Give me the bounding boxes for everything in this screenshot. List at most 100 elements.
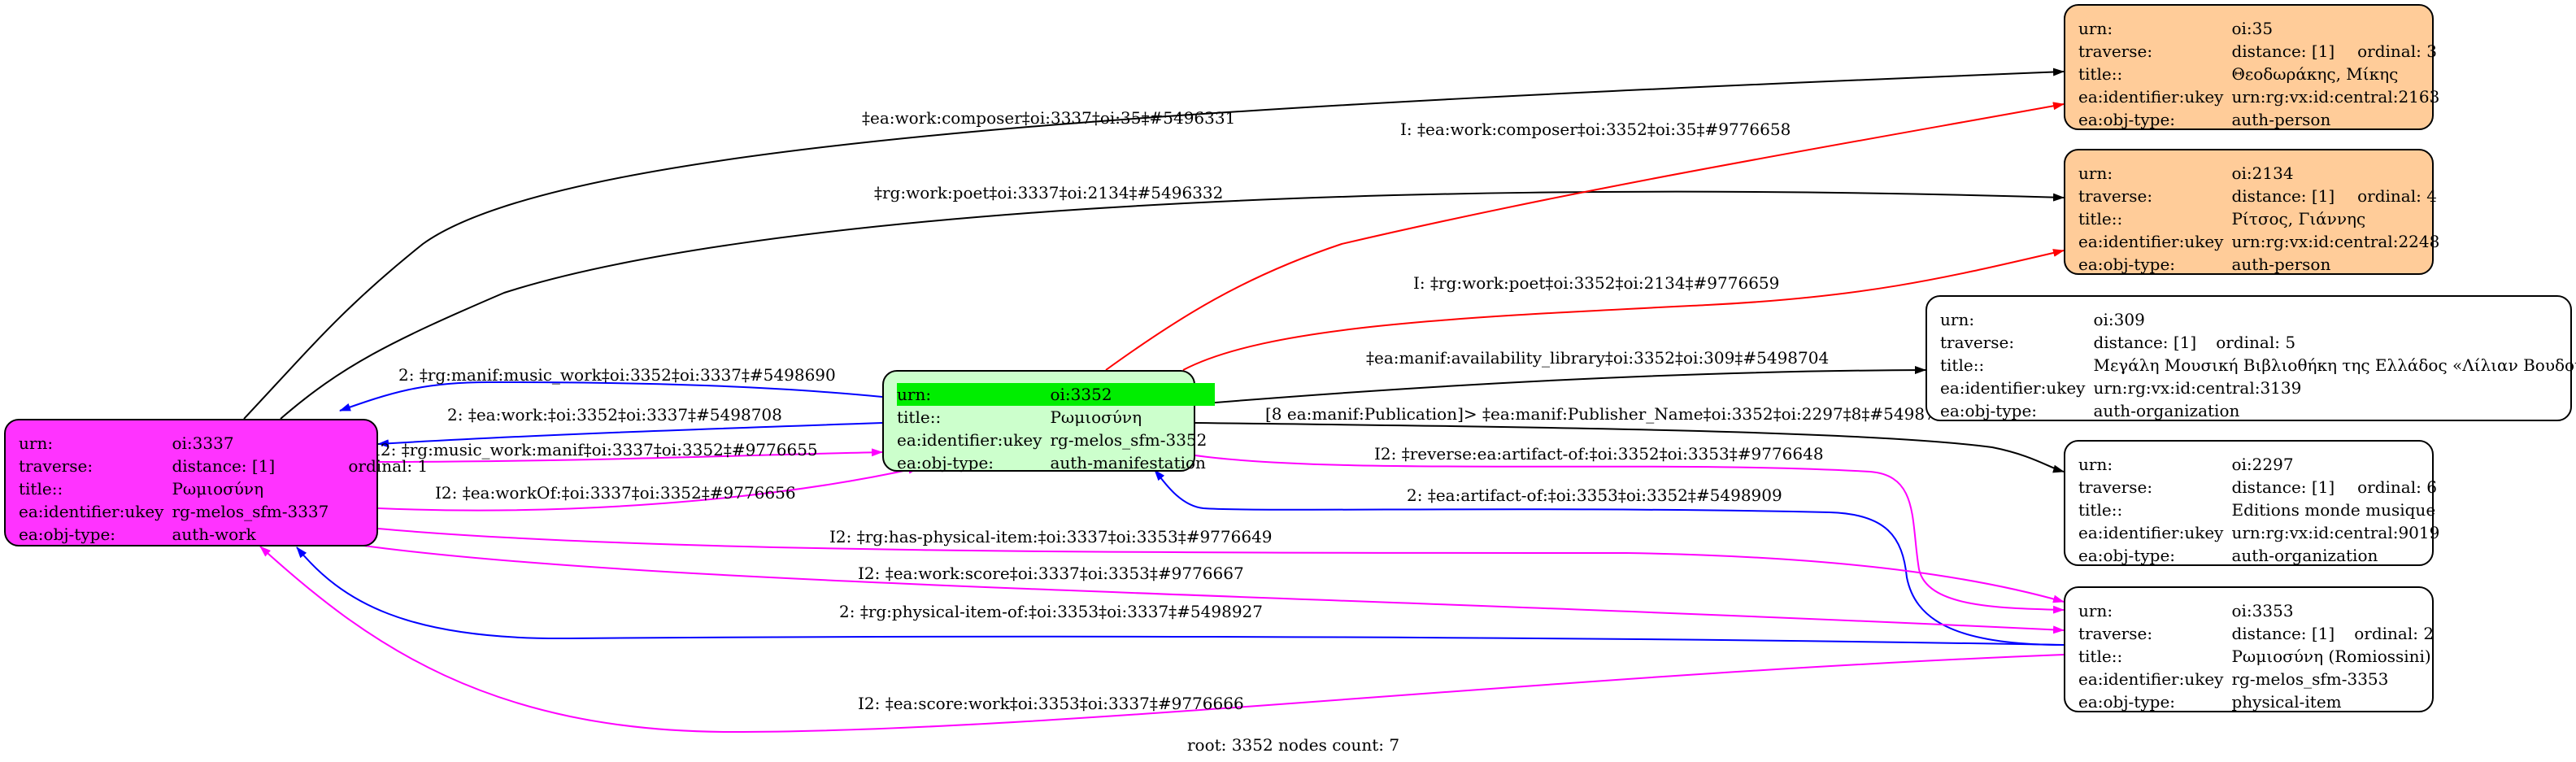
highlighted-urn-row: urn:oi:3352 <box>897 383 1216 406</box>
edge-label-reverse-artifact-of: I2: ‡reverse:ea:artifact-of:‡oi:3352‡oi:… <box>1374 444 1824 464</box>
field-key: ea:obj-type: <box>19 525 116 544</box>
field-key: traverse: <box>2078 477 2153 497</box>
edge-label-ea-work: 2: ‡ea:work:‡oi:3352‡oi:3337‡#5498708 <box>447 405 782 425</box>
node-oi-3352[interactable]: urn:oi:3352 title::Ρωμιοσύνη ea:identifi… <box>882 370 1216 472</box>
edge-label-artifact-of: 2: ‡ea:artifact-of:‡oi:3353‡oi:3352‡#549… <box>1407 486 1782 505</box>
field-ordinal: ordinal: 6 <box>2357 477 2437 497</box>
node-oi-3353[interactable]: urn:oi:3353 traverse:distance: [1]ordina… <box>2064 586 2434 712</box>
edge-label-work-poet: ‡rg:work:poet‡oi:3337‡oi:2134‡#5496332 <box>874 183 1223 202</box>
field-value: auth-organization <box>2231 546 2378 565</box>
field-key: ea:identifier:ukey <box>2078 669 2224 689</box>
field-value: distance: [1] <box>172 456 276 476</box>
field-key: title:: <box>1940 355 1985 375</box>
edge-artifact-of <box>1154 469 2065 646</box>
field-value: urn:rg:vx:id:central:3139 <box>2093 378 2302 398</box>
field-value: oi:3353 <box>2231 601 2294 620</box>
node-oi-2134[interactable]: urn: oi:2134 traverse: distance: [1] ordina… <box>2064 149 2439 275</box>
node-oi-35-fields: urn:oi:35 traverse:distance: [1]ordinal:… <box>2078 17 2448 131</box>
node-oi-2297-fields: urn:oi:2297 traverse:distance: [1]ordina… <box>2078 453 2448 567</box>
field-key: urn: <box>2078 601 2113 620</box>
field-key: ea:obj-type: <box>1940 401 2038 420</box>
field-key: title:: <box>897 407 942 427</box>
field-key: traverse: <box>1940 333 2015 352</box>
edge-inv-work-composer <box>1105 102 2065 371</box>
edge-label-inv-work-composer: I: ‡ea:work:composer‡oi:3352‡oi:35‡#9776… <box>1400 120 1791 139</box>
field-value: auth-person <box>2231 255 2331 274</box>
edge-score-work <box>259 546 2065 734</box>
edge-label-work-of: I2: ‡ea:workOf:‡oi:3337‡oi:3352‡#9776656 <box>435 483 796 503</box>
field-value: auth-person <box>2231 110 2331 129</box>
field-value: rg-melos_sfm-3352 <box>1050 430 1208 450</box>
field-key: urn: <box>1940 310 1975 329</box>
field-value: distance: [1] <box>2231 477 2335 497</box>
field-value: auth-organization <box>2093 401 2240 420</box>
node-oi-3352-fields: urn:oi:3352 title::Ρωμιοσύνη ea:identifi… <box>897 383 1216 474</box>
field-key: traverse: <box>2078 186 2153 206</box>
edge-label-has-physical-item: I2: ‡rg:has-physical-item:‡oi:3337‡oi:33… <box>829 527 1273 546</box>
field-value: oi:309 <box>2093 310 2145 329</box>
edge-label-inv-work-poet: I: ‡rg:work:poet‡oi:3352‡oi:2134‡#977665… <box>1413 273 1779 293</box>
edge-label-physical-item-of: 2: ‡rg:physical-item-of:‡oi:3353‡oi:3337… <box>839 602 1263 621</box>
edge-label-manif-music-work: 2: ‡rg:manif:music_work‡oi:3352‡oi:3337‡… <box>398 365 836 385</box>
field-value: physical-item <box>2231 692 2342 712</box>
field-value: auth-work <box>172 525 256 544</box>
field-key: title:: <box>2078 64 2123 84</box>
edge-inv-work-poet <box>1182 249 2065 371</box>
edge-music-work-manif <box>377 448 883 463</box>
edge-has-physical-item <box>377 528 2065 603</box>
field-value: auth-manifestation <box>1050 453 1206 472</box>
node-oi-3337[interactable]: urn:oi:3337 traverse:distance: [1]ordina… <box>4 419 428 546</box>
field-value: oi:3337 <box>172 433 234 453</box>
edge-reverse-artifact-of <box>1194 455 2065 614</box>
field-key: ea:identifier:ukey <box>2078 87 2224 107</box>
field-value: urn:rg:vx:id:central:2248 <box>2231 232 2440 251</box>
field-key: ea:obj-type: <box>897 453 994 472</box>
node-oi-309[interactable]: urn: oi:309 traverse: distance: [1] ordinal… <box>1925 295 2576 421</box>
edge-availability-library <box>1194 366 1926 405</box>
edge-manif-music-work <box>339 381 883 411</box>
field-value: oi:2134 <box>2231 163 2294 183</box>
node-oi-2134-fields: urn: oi:2134 traverse: distance: [1] ordina… <box>2078 162 2448 276</box>
field-value: distance: [1] <box>2093 333 2197 352</box>
field-key: urn: <box>897 383 1051 406</box>
field-value: urn:rg:vx:id:central:9019 <box>2231 523 2440 542</box>
node-oi-309-fields: urn: oi:309 traverse: distance: [1] ordinal… <box>1940 308 2576 422</box>
edge-label-availability-library: ‡ea:manif:availability_library‡oi:3352‡o… <box>1366 348 1829 368</box>
field-key: title:: <box>2078 647 2123 666</box>
field-ordinal: ordinal: 3 <box>2357 41 2437 61</box>
edge-work-poet <box>280 190 2065 420</box>
field-key: urn: <box>2078 163 2113 183</box>
field-value: Editions monde musique <box>2231 500 2436 520</box>
field-value: Ρίτσος, Γιάννης <box>2231 209 2366 229</box>
field-ordinal: ordinal: 4 <box>2357 186 2437 206</box>
field-key: urn: <box>19 433 54 453</box>
node-oi-2297[interactable]: urn:oi:2297 traverse:distance: [1]ordina… <box>2064 440 2439 566</box>
field-value: Ρωμιοσύνη (Romiossini) <box>2231 647 2431 666</box>
field-value: Ρωμιοσύνη <box>172 479 264 499</box>
field-value: rg-melos_sfm-3337 <box>172 502 329 521</box>
node-oi-3353-fields: urn:oi:3353 traverse:distance: [1]ordina… <box>2078 599 2442 713</box>
field-key: ea:obj-type: <box>2078 110 2176 129</box>
edge-ea-work <box>377 422 883 448</box>
field-value: rg-melos_sfm-3353 <box>2231 669 2389 689</box>
field-value: Θεοδωράκης, Μίκης <box>2231 64 2399 84</box>
field-value: Μεγάλη Μουσική Βιβλιοθήκη της Ελλάδος «Λ… <box>2093 355 2576 375</box>
field-ordinal: ordinal: 1 <box>348 456 429 476</box>
field-key: ea:obj-type: <box>2078 546 2176 565</box>
edge-work-composer <box>243 67 2065 420</box>
field-ordinal: ordinal: 5 <box>2216 333 2296 352</box>
field-key: ea:obj-type: <box>2078 692 2176 712</box>
graph-footer: root: 3352 nodes count: 7 <box>1187 735 1400 755</box>
field-value: distance: [1] <box>2231 624 2335 643</box>
node-oi-35[interactable]: urn:oi:35 traverse:distance: [1]ordinal:… <box>2064 4 2439 130</box>
field-key: title:: <box>2078 209 2123 229</box>
edge-label-music-work-manif: I2: ‡rg:music_work:manif‡oi:3337‡oi:3352… <box>374 440 818 459</box>
field-key: ea:identifier:ukey <box>19 502 164 521</box>
edge-work-of <box>377 465 920 512</box>
field-value: distance: [1] <box>2231 186 2335 206</box>
edge-label-work-score: I2: ‡ea:work:score‡oi:3337‡oi:3353‡#9776… <box>858 564 1244 583</box>
field-ordinal: ordinal: 2 <box>2354 624 2435 643</box>
edge-publisher <box>1194 422 2065 473</box>
node-oi-3337-fields: urn:oi:3337 traverse:distance: [1]ordina… <box>19 432 436 546</box>
